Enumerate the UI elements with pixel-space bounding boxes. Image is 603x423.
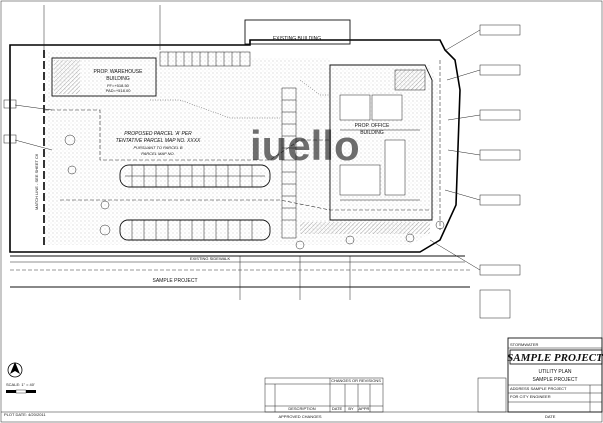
- stamp-box: [477, 377, 507, 413]
- storm-line-2: [60, 199, 430, 211]
- paved-area: [45, 50, 440, 245]
- stormwater-label: STORMWATER: [510, 342, 538, 347]
- date-label: DATE: [545, 414, 556, 419]
- revisions-appr: APPR: [359, 406, 370, 411]
- parcel-label-2: TENTATIVE PARCEL MAP NO. XXXX: [116, 138, 201, 144]
- office-building: [329, 64, 433, 221]
- approved-changes: APPROVED CHANGES: [278, 414, 321, 419]
- existing-building-label: EXISTING BUILDING: [273, 36, 321, 42]
- scale-bar: [6, 389, 36, 394]
- north-parking: [159, 51, 251, 67]
- engineer-label: FOR CITY ENGINEER: [510, 394, 551, 399]
- warehouse-ff: FF=+518.50: [107, 83, 130, 88]
- address-label: ADDRESS SAMPLE PROJECT: [510, 386, 567, 391]
- plot-date: PLOT DATE: 4/20/2011: [4, 412, 46, 417]
- east-parking-bay: [281, 87, 297, 239]
- east-callouts: [429, 24, 521, 319]
- parcel-label-3: PURSUANT TO PARCEL B: [133, 145, 182, 150]
- office-label-2: BUILDING: [360, 130, 384, 136]
- revisions-table: CHANGES OR REVISIONS DESCRIPTION DATE BY…: [264, 377, 507, 419]
- warehouse-label-1: PROP. WAREHOUSE: [94, 69, 144, 75]
- revisions-by: BY: [348, 406, 354, 411]
- sheet-title: UTILITY PLAN: [539, 369, 572, 375]
- sewer-line-1: [150, 99, 280, 119]
- match-line-label: MATCH LINE - SEE SHEET C6: [34, 153, 39, 210]
- water-line-1: [299, 79, 330, 96]
- title-block: STORMWATER SAMPLE PROJECT UTILITY PLAN S…: [507, 337, 603, 419]
- parcel-label-1: PROPOSED PARCEL 'A' PER: [124, 131, 192, 137]
- project-name: SAMPLE PROJECT: [532, 377, 577, 383]
- storm-line-1: [45, 109, 330, 161]
- north-arrow-icon: [7, 362, 23, 378]
- warehouse-building: [51, 57, 157, 97]
- warehouse-pad: PAD=+518.00: [106, 88, 132, 93]
- warehouse-label-2: BUILDING: [106, 76, 130, 82]
- sidewalk-label: EXISTING SIDEWALK: [190, 256, 231, 261]
- revisions-date: DATE: [332, 406, 343, 411]
- street-label: SAMPLE PROJECT: [152, 278, 197, 284]
- site-plan: EXISTING BUILDING PROP. WAREHOUSE BUILDI…: [3, 5, 521, 319]
- scale-label: SCALE: 1" = 40': [6, 382, 35, 387]
- warehouse-loading-area: [54, 60, 80, 94]
- property-boundary: [9, 39, 461, 253]
- parking-row-2: [119, 219, 271, 241]
- existing-building: [244, 19, 351, 45]
- office-label-1: PROP. OFFICE: [355, 123, 390, 129]
- west-callouts: [3, 99, 53, 151]
- watermark: iuello: [250, 122, 360, 169]
- revisions-header: CHANGES OR REVISIONS: [331, 378, 381, 383]
- landscape-trees: [64, 134, 445, 250]
- south-hatched-strip: [300, 222, 430, 234]
- project-title: SAMPLE PROJECT: [507, 352, 603, 364]
- parking-row-1: [119, 164, 271, 188]
- revisions-description: DESCRIPTION: [288, 406, 315, 411]
- parcel-label-4: PARCEL MAP NO.: [141, 151, 175, 156]
